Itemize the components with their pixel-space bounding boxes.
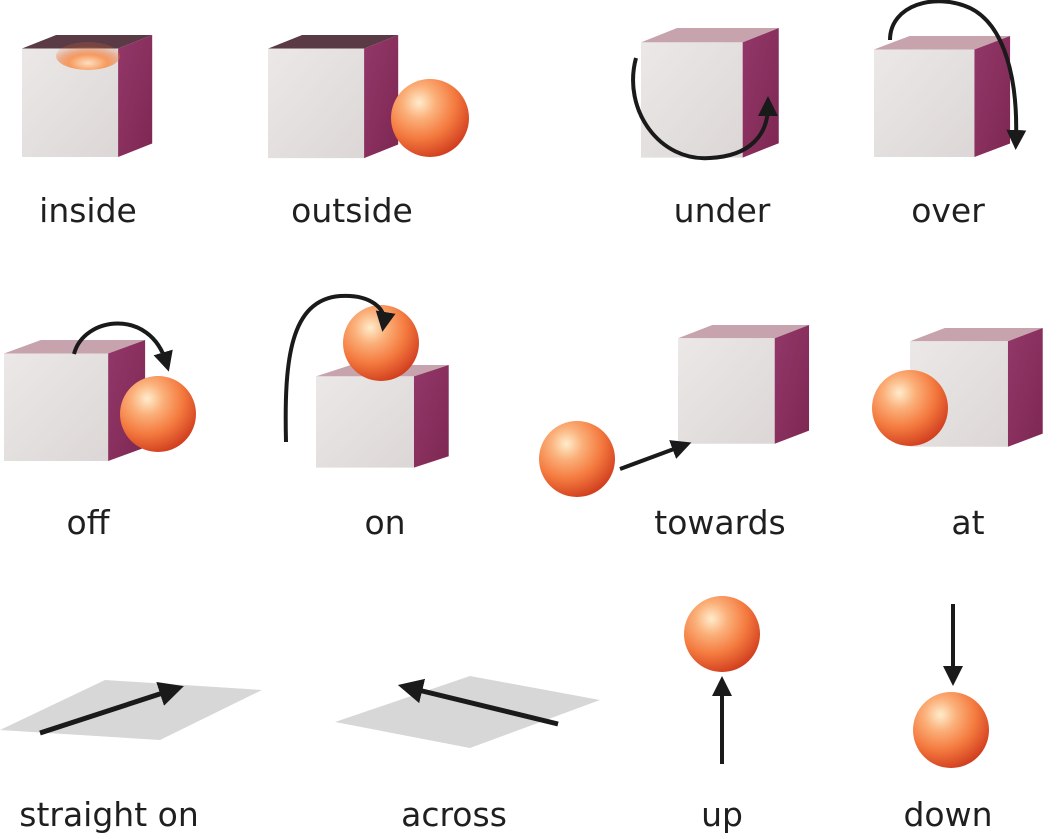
label-inside: inside [39, 191, 137, 230]
on-figure [283, 293, 449, 468]
ball-icon [684, 596, 760, 672]
label-towards: towards [654, 503, 786, 542]
straight-on-figure [0, 680, 262, 740]
label-down: down [903, 795, 993, 834]
cube-icon [268, 35, 399, 159]
ball-icon [539, 421, 615, 497]
label-on: on [364, 503, 406, 542]
arrow-icon [72, 321, 173, 372]
label-off: off [66, 503, 110, 542]
inside-figure [22, 35, 153, 158]
up-figure [684, 596, 760, 764]
label-straight-on: straight on [19, 795, 199, 834]
arrow-icon [39, 681, 184, 736]
arrow-icon [397, 678, 559, 727]
ball-icon [120, 376, 196, 452]
label-across: across [401, 795, 507, 834]
under-figure [631, 28, 779, 161]
ball-icon [913, 692, 989, 768]
arrow-icon [888, 0, 1027, 150]
label-up: up [701, 795, 743, 834]
towards-figure [539, 325, 810, 497]
arrow-icon [631, 57, 778, 161]
label-outside: outside [291, 191, 413, 230]
plane-icon [335, 676, 600, 748]
ball-icon [391, 79, 469, 157]
cube-icon [874, 36, 1011, 157]
arrow-icon [283, 293, 396, 443]
ball-icon [343, 305, 419, 381]
across-figure [335, 676, 600, 748]
plane-icon [0, 680, 262, 740]
ball-icon [872, 370, 948, 446]
arrow-icon [619, 440, 692, 471]
outside-figure [268, 35, 469, 159]
cube-icon [678, 325, 810, 444]
over-figure [874, 0, 1027, 157]
label-over: over [911, 191, 985, 230]
label-at: at [951, 503, 985, 542]
at-figure [872, 328, 1043, 447]
off-figure [4, 321, 196, 461]
down-figure [913, 604, 989, 768]
label-under: under [673, 191, 771, 230]
ball-icon [56, 42, 120, 70]
